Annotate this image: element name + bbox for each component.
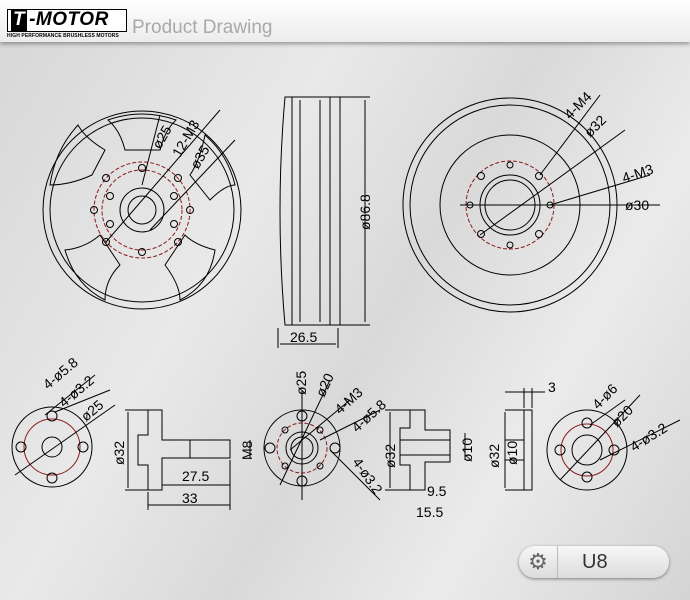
brand-logo: T-MOTOR: [7, 9, 127, 32]
dim-e-3: 3: [548, 379, 556, 395]
dim-b-27-5: 27.5: [182, 468, 209, 484]
logo-text: T-MOTOR: [11, 9, 109, 31]
dim-d-9-5: 9.5: [427, 483, 447, 499]
dim-f-d20: ø20: [608, 402, 637, 431]
dim-back-4m3: 4-M3: [620, 161, 655, 186]
model-selector-button[interactable]: ⚙ U8: [519, 546, 669, 578]
header: T-MOTOR HIGH PERFORMANCE BRUSHLESS MOTOR…: [0, 0, 690, 42]
prop-adapter-front-view: [11, 374, 116, 488]
motor-front-view: [42, 109, 242, 310]
dim-d-d32: ø32: [382, 444, 398, 468]
dim-back-d32: ø32: [581, 112, 610, 141]
dim-c-4d3-2: 4-ø3.2: [350, 455, 386, 497]
adapter3-front-view: [546, 394, 681, 491]
dim-e-d32: ø32: [486, 444, 502, 468]
dim-c-d25: ø25: [293, 371, 309, 395]
dim-f-4d3-2: 4-ø3.2: [627, 419, 670, 454]
dim-e-d10: ø10: [504, 441, 520, 465]
adapter3-side-view: [504, 388, 545, 491]
dim-side-26-5: 26.5: [290, 329, 317, 345]
dim-back-d30: ø30: [625, 197, 649, 213]
logo-tagline: HIGH PERFORMANCE BRUSHLESS MOTORS: [7, 33, 119, 39]
dim-side-d86-8: ø86.8: [357, 194, 373, 230]
dim-f-4d6: 4-ø6: [589, 380, 621, 412]
dim-d-15-5: 15.5: [416, 504, 443, 520]
motor-side-view: [277, 96, 370, 348]
dim-b-d32: ø32: [111, 441, 127, 465]
gear-icon: ⚙: [519, 546, 558, 578]
dim-c-d20: ø20: [312, 370, 337, 399]
dim-back-4m4: 4-M4: [561, 88, 595, 122]
model-name: U8: [582, 551, 608, 573]
dim-d-d10: ø10: [459, 438, 475, 462]
prop-adapter-side-view: [125, 409, 251, 510]
adapter2-side-view: [385, 409, 466, 491]
dim-b-m8: M8: [239, 440, 255, 460]
dim-b-33: 33: [182, 490, 198, 506]
motor-back-view: [402, 94, 660, 313]
adapter2-front-view: [263, 379, 381, 501]
page-title: Product Drawing: [132, 17, 273, 38]
